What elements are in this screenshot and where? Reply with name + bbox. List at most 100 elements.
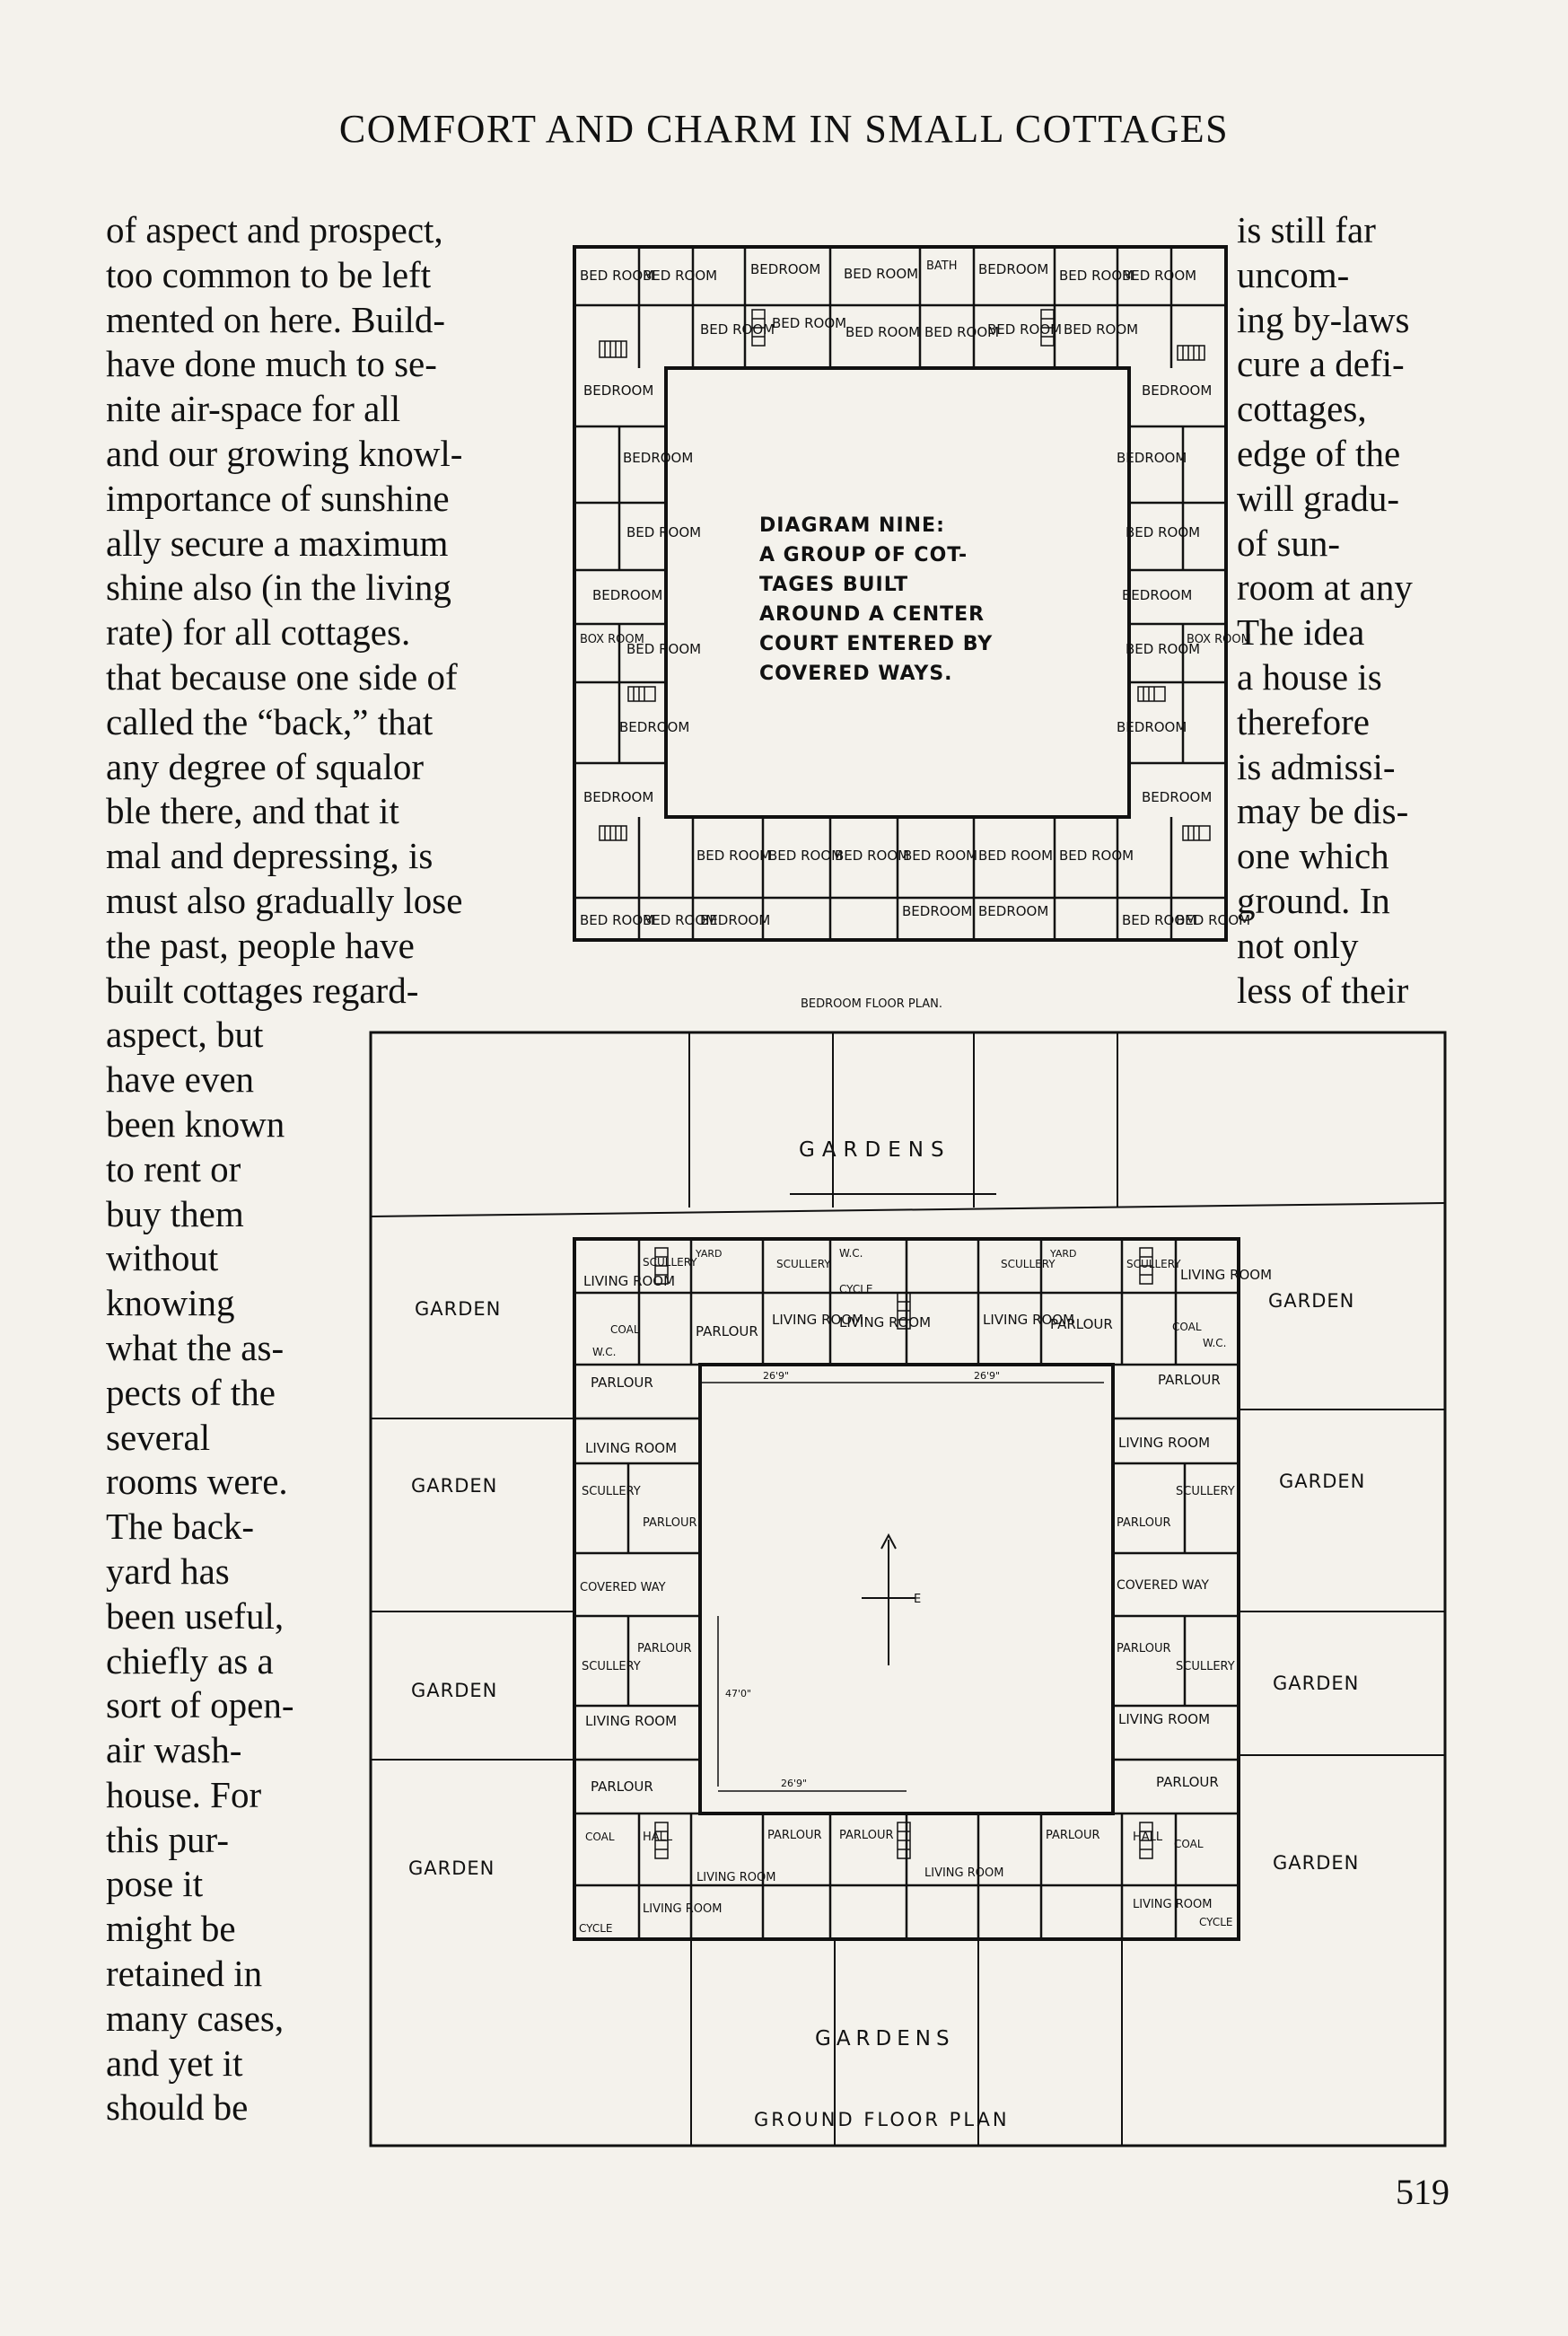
svg-text:PARLOUR: PARLOUR xyxy=(1117,1642,1171,1655)
text-line: buy them xyxy=(106,1192,244,1234)
svg-text:COVERED WAY: COVERED WAY xyxy=(1117,1578,1209,1593)
svg-text:BEDROOM: BEDROOM xyxy=(583,789,653,805)
text-line: several xyxy=(106,1416,211,1458)
svg-text:BED ROOM: BED ROOM xyxy=(835,847,909,864)
text-line: and our growing knowl- xyxy=(106,432,463,474)
svg-text:LIVING ROOM: LIVING ROOM xyxy=(772,1312,863,1328)
svg-text:E: E xyxy=(914,1593,921,1606)
svg-text:BED ROOM: BED ROOM xyxy=(700,321,775,338)
text-line: built cottages regard- xyxy=(106,969,419,1011)
svg-text:LIVING ROOM: LIVING ROOM xyxy=(1118,1711,1210,1727)
bedroom-plan-room-labels: BED ROOM BED ROOM BEDROOM BED ROOM BEDRO… xyxy=(580,259,1251,928)
bottom-gardens-label: GARDENS xyxy=(815,2027,955,2051)
text-line: been useful, xyxy=(106,1594,285,1637)
text-line: will gradu- xyxy=(1237,477,1400,519)
svg-text:W.C.: W.C. xyxy=(592,1346,617,1358)
compass-icon xyxy=(862,1532,915,1665)
text-line: that because one side of xyxy=(106,655,458,698)
text-line: retained in xyxy=(106,1953,263,1995)
svg-text:COVERED WAY: COVERED WAY xyxy=(580,1581,666,1594)
svg-text:YARD: YARD xyxy=(695,1248,723,1260)
svg-text:W.C.: W.C. xyxy=(1203,1337,1227,1349)
svg-text:LIVING ROOM: LIVING ROOM xyxy=(696,1871,775,1884)
svg-text:AROUND A CENTER: AROUND A CENTER xyxy=(759,603,985,626)
svg-text:LIVING ROOM: LIVING ROOM xyxy=(585,1713,677,1729)
svg-text:GARDEN: GARDEN xyxy=(415,1298,501,1320)
svg-text:GARDEN: GARDEN xyxy=(1268,1290,1354,1312)
svg-text:BED ROOM: BED ROOM xyxy=(1126,641,1200,657)
running-header: COMFORT AND CHARM IN SMALL COTTAGES xyxy=(338,107,1230,151)
svg-text:BED ROOM: BED ROOM xyxy=(772,315,846,331)
text-line: this pur- xyxy=(106,1818,229,1860)
text-line: less of their xyxy=(1237,969,1409,1011)
svg-text:BEDROOM: BEDROOM xyxy=(978,261,1048,277)
svg-text:LIVING ROOM: LIVING ROOM xyxy=(839,1314,931,1330)
svg-text:47'0": 47'0" xyxy=(725,1688,751,1699)
text-line: cottages, xyxy=(1237,388,1367,430)
svg-text:BEDROOM: BEDROOM xyxy=(1117,450,1187,466)
text-line: sort of open- xyxy=(106,1684,294,1726)
svg-text:BED ROOM: BED ROOM xyxy=(626,524,701,540)
text-line: of aspect and prospect, xyxy=(106,209,443,250)
svg-text:COVERED WAYS.: COVERED WAYS. xyxy=(759,663,953,685)
svg-text:BED ROOM: BED ROOM xyxy=(1122,268,1196,284)
diagram-caption: DIAGRAM NINE: A GROUP OF COT- TAGES BUIL… xyxy=(759,514,993,685)
svg-text:SCULLERY: SCULLERY xyxy=(1126,1258,1181,1270)
svg-text:PARLOUR: PARLOUR xyxy=(643,1516,697,1530)
svg-text:SCULLERY: SCULLERY xyxy=(1176,1660,1235,1673)
text-line: should be xyxy=(106,2086,249,2129)
top-gardens-label: GARDENS xyxy=(799,1138,951,1162)
text-line: might be xyxy=(106,1908,236,1950)
text-line: been known xyxy=(106,1102,285,1145)
ground-plan-room-labels: LIVING ROOM LIVING ROOM LIVING ROOM LIVI… xyxy=(579,1247,1272,1935)
svg-text:PARLOUR: PARLOUR xyxy=(591,1778,653,1795)
text-line: the past, people have xyxy=(106,924,415,966)
svg-text:BED ROOM: BED ROOM xyxy=(696,847,771,864)
svg-text:PARLOUR: PARLOUR xyxy=(839,1829,894,1842)
text-line: of sun- xyxy=(1237,522,1341,564)
svg-text:DIAGRAM NINE:: DIAGRAM NINE: xyxy=(759,514,945,537)
svg-text:LIVING ROOM: LIVING ROOM xyxy=(585,1440,677,1456)
text-line: is still far xyxy=(1237,209,1376,250)
svg-text:BED ROOM: BED ROOM xyxy=(845,324,920,340)
svg-text:SCULLERY: SCULLERY xyxy=(776,1258,831,1270)
text-line: rate) for all cottages. xyxy=(106,611,411,654)
svg-text:PARLOUR: PARLOUR xyxy=(1156,1774,1219,1790)
text-line: ing by-laws xyxy=(1237,298,1410,340)
text-line: too common to be left xyxy=(106,253,432,295)
svg-text:GARDEN: GARDEN xyxy=(1273,1852,1359,1874)
svg-text:BED ROOM: BED ROOM xyxy=(1059,268,1134,284)
svg-text:SCULLERY: SCULLERY xyxy=(582,1485,641,1498)
svg-text:26'9": 26'9" xyxy=(974,1370,1000,1382)
svg-text:GARDEN: GARDEN xyxy=(1273,1673,1359,1694)
svg-text:BEDROOM: BEDROOM xyxy=(1142,789,1212,805)
text-line: chiefly as a xyxy=(106,1639,274,1682)
svg-text:CYCLE: CYCLE xyxy=(1199,1916,1233,1928)
svg-text:BED ROOM: BED ROOM xyxy=(1059,847,1134,864)
svg-text:GARDEN: GARDEN xyxy=(411,1680,497,1701)
svg-text:BEDROOM: BEDROOM xyxy=(619,719,689,735)
svg-text:TAGES BUILT: TAGES BUILT xyxy=(759,574,908,596)
svg-text:26'9": 26'9" xyxy=(763,1370,789,1382)
text-line: The idea xyxy=(1237,611,1365,654)
text-line: ally secure a maximum xyxy=(106,522,449,564)
text-line: mented on here. Build- xyxy=(106,298,446,340)
svg-text:SCULLERY: SCULLERY xyxy=(643,1256,697,1269)
text-line: have done much to se- xyxy=(106,343,437,385)
svg-text:COURT ENTERED BY: COURT ENTERED BY xyxy=(759,633,993,655)
svg-text:LIVING ROOM: LIVING ROOM xyxy=(643,1902,722,1916)
svg-text:GARDEN: GARDEN xyxy=(1279,1471,1365,1492)
svg-text:LIVING ROOM: LIVING ROOM xyxy=(583,1273,675,1289)
svg-text:PARLOUR: PARLOUR xyxy=(1050,1316,1113,1332)
page-number: 519 xyxy=(1396,2172,1450,2212)
bedroom-plan-label: BEDROOM FLOOR PLAN. xyxy=(801,997,942,1011)
svg-text:BED ROOM: BED ROOM xyxy=(1064,321,1138,338)
svg-text:BEDROOM: BEDROOM xyxy=(583,382,653,399)
svg-text:BEDROOM: BEDROOM xyxy=(902,903,972,919)
svg-text:BED ROOM: BED ROOM xyxy=(1176,912,1250,928)
svg-text:BED ROOM: BED ROOM xyxy=(903,847,977,864)
text-line: ground. In xyxy=(1237,879,1390,921)
text-line: The back- xyxy=(106,1506,255,1548)
svg-text:BEDROOM: BEDROOM xyxy=(750,261,820,277)
